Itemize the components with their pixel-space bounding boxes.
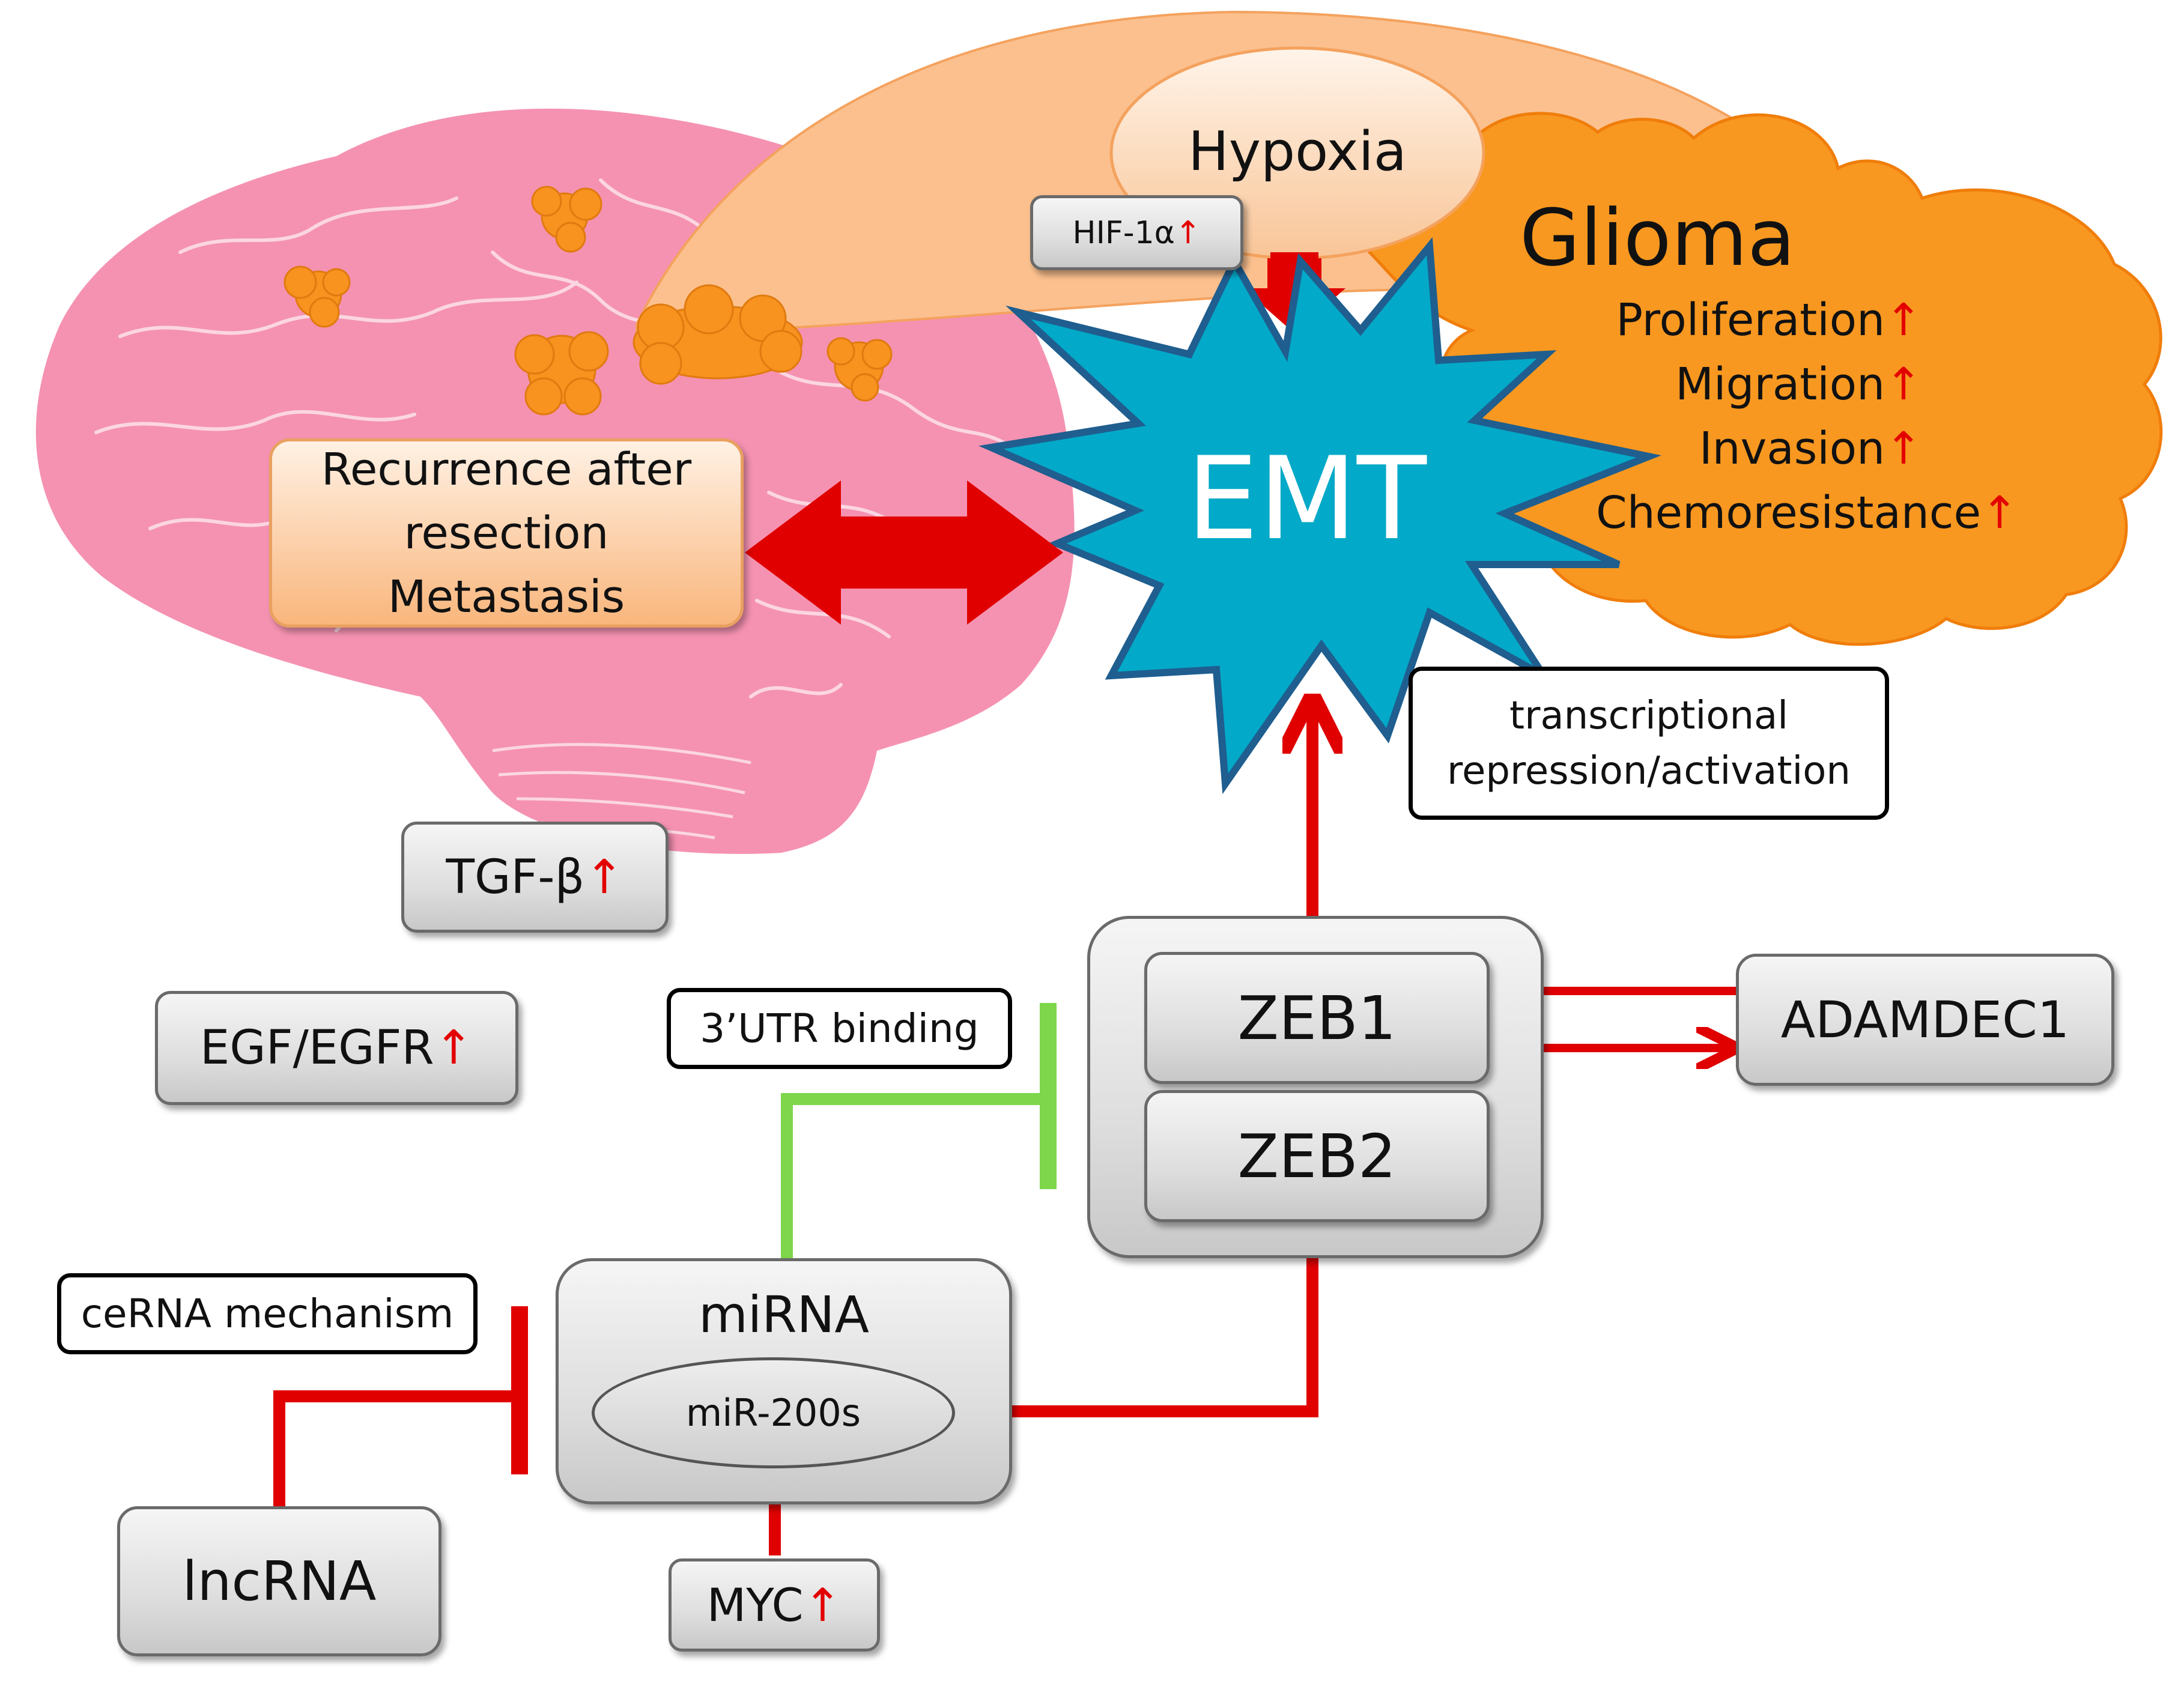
tumor-2 — [284, 265, 351, 328]
effect-chemoresistance: Chemoresistance↑ — [1596, 487, 2018, 539]
adamdec1-label: ADAMDEC1 — [1780, 990, 2070, 1049]
tumor-1 — [531, 186, 602, 253]
effect-proliferation: Proliferation↑ — [1616, 294, 1922, 346]
utr-binding-label: 3’UTR binding — [667, 988, 1012, 1069]
mir200-label: miR-200s — [685, 1391, 861, 1435]
hif-box: HIF-1α↑ — [1030, 195, 1243, 270]
emt-recurrence-double-arrow — [745, 480, 1063, 625]
emt-label: EMT — [1186, 432, 1427, 565]
egf-label: EGF/EGFR — [199, 1021, 434, 1075]
tumor-foci — [284, 186, 893, 416]
recurrence-box: Recurrence after resection Metastasis — [269, 438, 744, 628]
mirna-label: miRNA — [699, 1285, 869, 1344]
recurrence-line-3: Metastasis — [387, 571, 625, 623]
egf-up-icon: ↑ — [434, 1021, 474, 1075]
cerna-mechanism-label: ceRNA mechanism — [57, 1273, 478, 1354]
recurrence-line-2: resection — [404, 507, 609, 559]
hif-up-icon: ↑ — [1174, 214, 1201, 251]
zeb-inhibits-mirna-line — [973, 1258, 1318, 1417]
tgf-up-icon: ↑ — [584, 850, 624, 904]
glioma-title: Glioma — [1520, 192, 1795, 283]
hif-label: HIF-1α — [1072, 214, 1175, 251]
effect-migration: Migration↑ — [1675, 359, 1922, 410]
myc-up-icon: ↑ — [803, 1578, 842, 1632]
mirna-inhibits-zeb-line — [781, 1093, 1048, 1261]
transcriptional-label: transcriptional repression/activation — [1409, 667, 1889, 820]
emt-star — [978, 237, 1661, 795]
glioma-effects: Proliferation↑ Migration↑ Invasion↑ Chem… — [1562, 288, 2018, 545]
recurrence-line-1: Recurrence after — [321, 443, 692, 495]
effect-invasion: Invasion↑ — [1699, 423, 1922, 474]
transcriptional-line-2: repression/activation — [1447, 748, 1851, 793]
lncrna-label: lncRNA — [182, 1549, 377, 1613]
tumor-5 — [827, 337, 893, 402]
tgf-label: TGF-β — [446, 850, 585, 904]
myc-box: MYC↑ — [669, 1558, 880, 1652]
zeb1-box: ZEB1 — [1144, 952, 1490, 1084]
tumor-3 — [514, 331, 609, 416]
tumor-4 — [632, 284, 803, 385]
lncrna-inhibits-mirna-line — [273, 1390, 520, 1507]
transcriptional-line-1: transcriptional — [1509, 693, 1789, 738]
egf-box: EGF/EGFR↑ — [155, 991, 518, 1105]
zeb1-label: ZEB1 — [1237, 983, 1397, 1053]
myc-label: MYC — [706, 1578, 804, 1632]
zeb2-box: ZEB2 — [1144, 1090, 1490, 1222]
mir200-ellipse: miR-200s — [592, 1357, 955, 1468]
lncrna-box: lncRNA — [117, 1506, 441, 1656]
adamdec1-box: ADAMDEC1 — [1736, 954, 2114, 1086]
tgf-box: TGF-β↑ — [401, 822, 669, 933]
zeb2-label: ZEB2 — [1237, 1121, 1397, 1192]
hypoxia-label: Hypoxia — [1188, 120, 1407, 183]
